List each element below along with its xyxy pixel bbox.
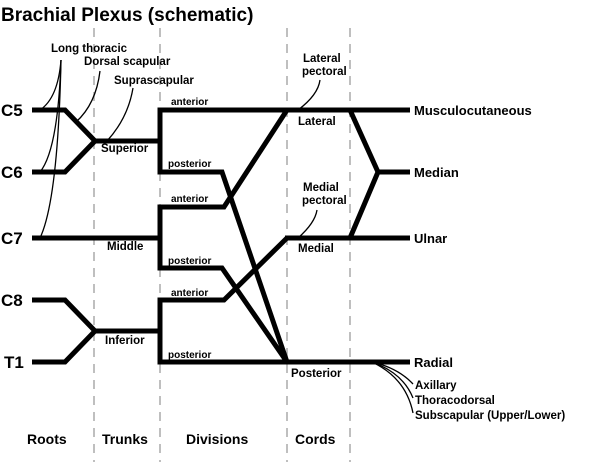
trunk-label-middle: Middle: [107, 241, 143, 253]
cord-label-posterior: Posterior: [291, 368, 342, 380]
branch-label-medial-pectoral-2: pectoral: [302, 195, 347, 207]
long-thoracic-c7-line: [39, 59, 62, 239]
root-label-c5: C5: [1, 101, 23, 120]
division-superior: [157, 107, 290, 363]
branch-label-dorsal-scapular: Dorsal scapular: [84, 56, 171, 68]
medial-pectoral-line: [297, 209, 318, 239]
column-label-trunks: Trunks: [102, 431, 148, 447]
root-line-c6: [32, 139, 97, 175]
branch-label-lateral-pectoral-1: Lateral: [303, 53, 341, 65]
diagram-title: Brachial Plexus (schematic): [1, 5, 253, 26]
branch-label-long-thoracic: Long thoracic: [51, 43, 128, 55]
cord-label-lateral: Lateral: [298, 116, 336, 128]
root-line-c8: [32, 297, 97, 333]
division-label-middle-anterior: anterior: [171, 194, 208, 205]
nerve-label-radial: Radial: [414, 355, 453, 370]
division-label-inferior-anterior: anterior: [171, 288, 208, 299]
dorsal-scapular-line: [75, 70, 101, 123]
branch-label-suprascapular: Suprascapular: [114, 75, 194, 87]
lateral-pectoral-line: [297, 79, 321, 111]
division-label-middle-posterior: posterior: [168, 256, 211, 267]
division-label-superior-posterior: posterior: [168, 159, 211, 170]
branch-label-lateral-pectoral-2: pectoral: [302, 66, 347, 78]
column-label-divisions: Divisions: [186, 431, 248, 447]
cord-label-medial: Medial: [298, 243, 334, 255]
root-line-c5: [32, 107, 97, 143]
median-nerve-roots: [347, 108, 381, 239]
nerve-label-median: Median: [414, 165, 459, 180]
division-middle: [157, 108, 290, 364]
long-thoracic-c6-line: [39, 59, 62, 173]
root-label-c7: C7: [1, 229, 23, 248]
root-label-t1: T1: [4, 353, 24, 372]
root-line-t1: [32, 329, 97, 365]
nerve-label-ulnar: Ulnar: [414, 231, 447, 246]
root-label-c8: C8: [1, 291, 23, 310]
division-label-inferior-posterior: posterior: [168, 350, 211, 361]
branch-label-medial-pectoral-1: Medial: [303, 182, 339, 194]
trunk-label-inferior: Inferior: [105, 335, 145, 347]
subscapular-line: [371, 361, 414, 414]
root-label-c6: C6: [1, 163, 23, 182]
trunk-label-superior: Superior: [101, 143, 149, 155]
thoracodorsal-line: [371, 361, 414, 399]
branch-label-axillary: Axillary: [415, 380, 457, 392]
division-label-superior-anterior: anterior: [171, 97, 208, 108]
branch-label-thoracodorsal: Thoracodorsal: [415, 395, 495, 407]
suprascapular-line: [106, 87, 134, 142]
column-label-cords: Cords: [295, 431, 336, 447]
division-inferior: [157, 236, 289, 365]
branch-label-subscapular: Subscapular (Upper/Lower): [415, 410, 565, 422]
column-label-roots: Roots: [27, 431, 67, 447]
nerve-label-musculocutaneous: Musculocutaneous: [414, 103, 532, 118]
